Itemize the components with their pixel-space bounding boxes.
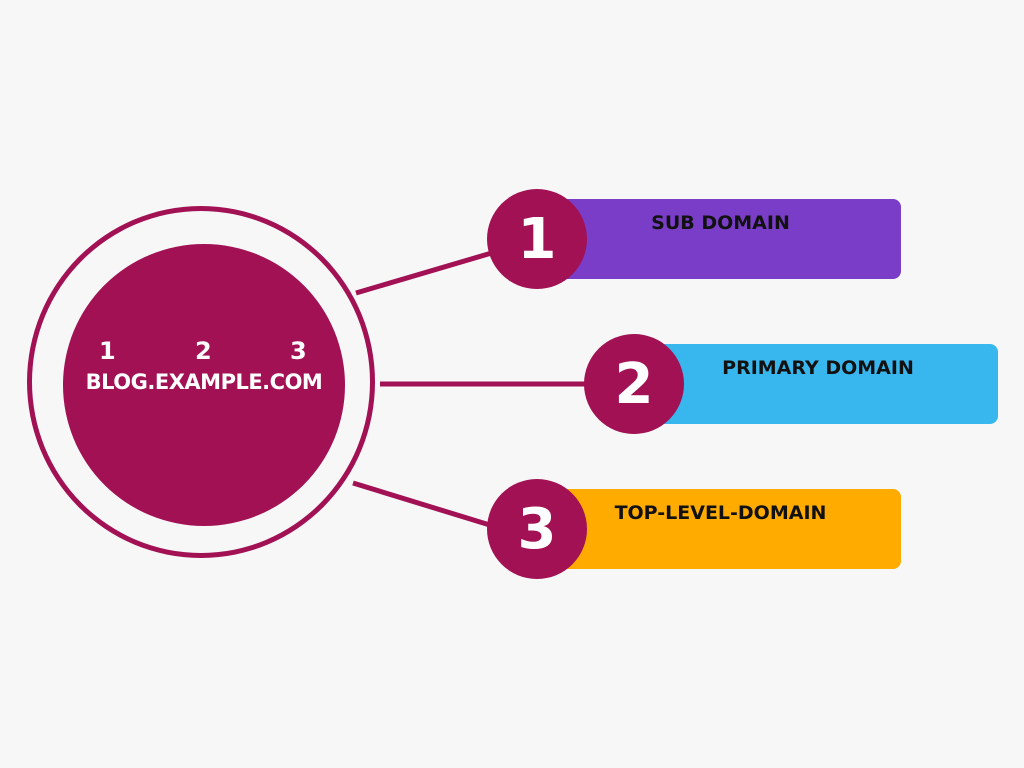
example-domain-text: BLOG.EXAMPLE.COM (85, 370, 323, 394)
badge-3: 3 (487, 479, 587, 579)
top-level-domain-bar: TOP-LEVEL-DOMAIN (540, 489, 901, 569)
top-level-domain-label: TOP-LEVEL-DOMAIN (614, 502, 827, 524)
connector-line-1 (355, 249, 496, 296)
primary-domain-label: PRIMARY DOMAIN (722, 357, 914, 379)
sub-domain-bar: SUB DOMAIN (540, 199, 901, 279)
primary-domain-bar: PRIMARY DOMAIN (638, 344, 998, 424)
domain-center-circle (63, 244, 345, 526)
badge-1: 1 (487, 189, 587, 289)
sub-domain-label: SUB DOMAIN (651, 212, 790, 234)
part-number-3: 3 (290, 337, 307, 365)
part-number-2: 2 (195, 337, 212, 365)
badge-2: 2 (584, 334, 684, 434)
part-number-1: 1 (99, 337, 116, 365)
connector-line-3 (352, 480, 494, 529)
